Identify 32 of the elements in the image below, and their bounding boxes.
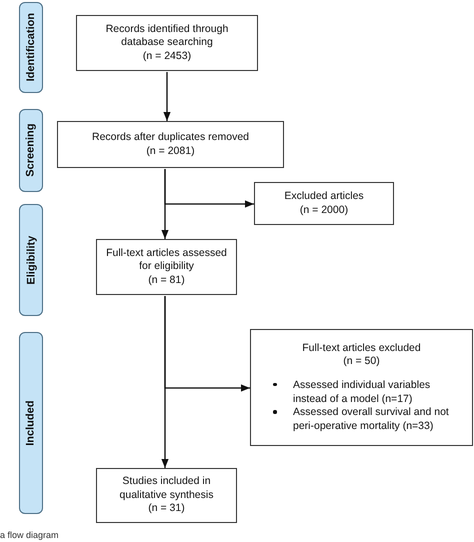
stage-label: Screening: [24, 124, 38, 178]
box-text: Studies included in qualitative synthesis: [118, 475, 214, 502]
box-text: (n = 2453): [142, 50, 192, 64]
box-text: (n = 31): [148, 502, 185, 516]
caption: a flow diagram: [0, 530, 59, 540]
bullet-item: Assessed overall survival and not peri-operative mortality (n=33): [257, 406, 466, 434]
stage-band: [19, 204, 43, 316]
box-text: (n = 2081): [146, 144, 195, 158]
box-text: (n = 81): [148, 274, 185, 288]
arrow: [161, 296, 169, 468]
process-box: [250, 329, 473, 446]
box-text: (n = 50): [343, 355, 380, 369]
stage-label: Included: [24, 400, 38, 446]
process-box: [96, 239, 237, 295]
stage-label: Identification: [24, 13, 38, 82]
process-box: [57, 121, 284, 168]
process-box: [76, 15, 258, 71]
stage-band: [19, 332, 43, 514]
stage-band: [19, 2, 43, 93]
box-text: Full-text articles assessed for eligibility: [105, 246, 228, 274]
box-text: Full-text articles excluded: [302, 342, 421, 356]
stage-band: [19, 109, 43, 192]
stage-label: Eligibility: [24, 236, 38, 284]
arrow: [163, 72, 171, 121]
arrow: [161, 169, 169, 239]
process-box: [254, 182, 394, 225]
box-text: Records identified through database searching: [104, 22, 230, 50]
box-text: Excluded articles: [284, 190, 364, 204]
box-text: (n = 2000): [300, 204, 348, 218]
box-text: Records after duplicates removed: [92, 130, 249, 144]
process-box: [96, 468, 237, 523]
bullet-item: Assessed individual variables instead of a model (n=17): [257, 378, 466, 406]
